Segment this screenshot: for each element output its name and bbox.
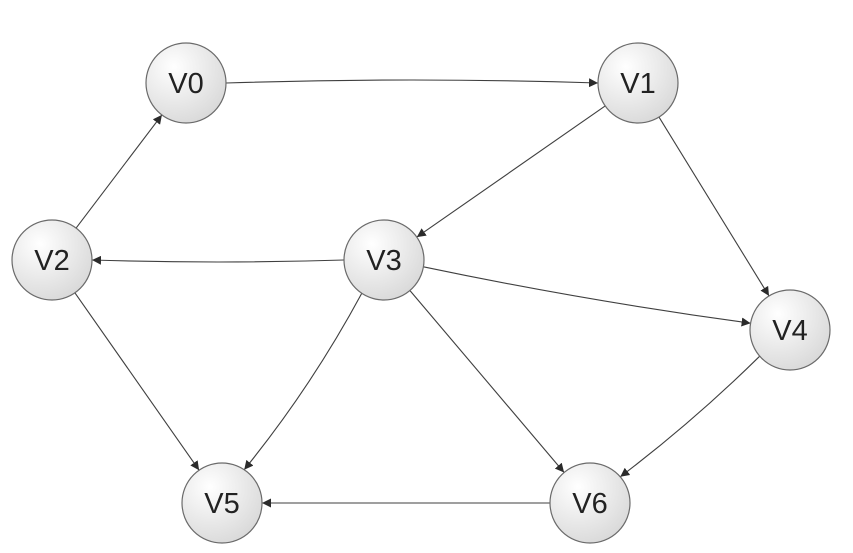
node-label: V3 bbox=[366, 245, 401, 277]
edge-v4-to-v6 bbox=[619, 355, 761, 478]
edge-v3-to-v4 bbox=[423, 266, 751, 327]
edge-v0-to-v1 bbox=[225, 78, 599, 88]
edge-v1-to-v3 bbox=[416, 105, 606, 238]
node-v4: V4 bbox=[749, 289, 831, 371]
node-v2: V2 bbox=[11, 219, 93, 301]
node-label: V5 bbox=[204, 488, 239, 520]
node-v3: V3 bbox=[343, 219, 425, 301]
node-v0: V0 bbox=[145, 42, 227, 124]
node-circle bbox=[597, 42, 679, 124]
node-v5: V5 bbox=[181, 462, 263, 544]
edge-v1-to-v4 bbox=[658, 116, 770, 297]
node-circle bbox=[145, 42, 227, 124]
node-label: V0 bbox=[168, 68, 203, 100]
edge-v3-to-v2 bbox=[91, 255, 345, 265]
node-v6: V6 bbox=[549, 462, 631, 544]
edge-v2-to-v5 bbox=[74, 292, 200, 471]
node-label: V1 bbox=[620, 68, 655, 100]
node-circle bbox=[549, 462, 631, 544]
node-circle bbox=[749, 289, 831, 371]
edge-v3-to-v5 bbox=[243, 293, 363, 471]
node-v1: V1 bbox=[597, 42, 679, 124]
node-label: V2 bbox=[34, 245, 69, 277]
node-circle bbox=[181, 462, 263, 544]
node-label: V4 bbox=[772, 315, 807, 347]
node-label: V6 bbox=[572, 488, 607, 520]
edges-layer bbox=[74, 78, 770, 508]
node-circle bbox=[343, 219, 425, 301]
edge-v3-to-v6 bbox=[409, 290, 565, 473]
edge-v2-to-v0 bbox=[75, 114, 163, 229]
node-circle bbox=[11, 219, 93, 301]
